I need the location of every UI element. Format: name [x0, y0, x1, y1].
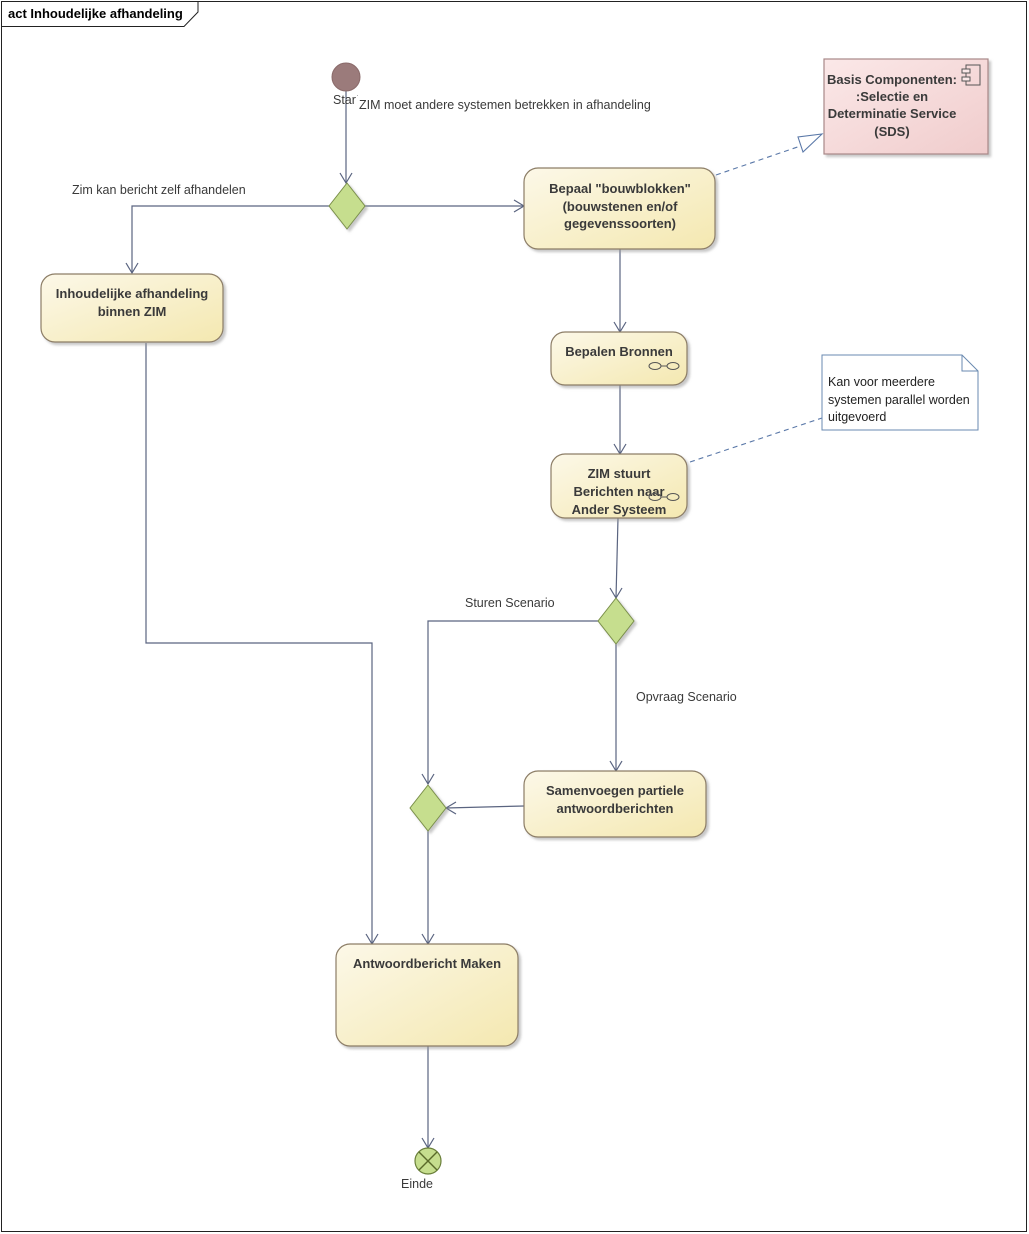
action-bepaal-bouwblokken: Bepaal "bouwblokken" (bouwstenen en/of g…	[523, 167, 716, 250]
guard-zim-moet: ZIM moet andere systemen betrekken in af…	[359, 98, 651, 112]
samenvoegen-line-2: antwoordberichten	[556, 801, 673, 816]
action-samenvoegen: Samenvoegen partiele antwoordberichten	[523, 770, 707, 838]
control-flows	[125, 90, 627, 1150]
inhoudelijk-line-1: Inhoudelijke afhandeling	[56, 286, 208, 301]
action-inhoudelijke-afhandeling: Inhoudelijke afhandeling binnen ZIM	[40, 273, 224, 343]
action-antwoordbericht-maken: Antwoordbericht Maken	[335, 943, 519, 1047]
note-link	[689, 417, 823, 463]
frame-title: act Inhoudelijke afhandeling	[8, 6, 183, 21]
note-line-3: uitgevoerd	[828, 410, 886, 424]
bepaal-line-2: (bouwstenen en/of	[563, 199, 679, 214]
stuurt-line-2: Berichten naar	[573, 484, 664, 499]
end-label: Einde	[401, 1177, 433, 1191]
bepaal-line-1: Bepaal "bouwblokken"	[549, 181, 691, 196]
decision-node-2	[597, 597, 635, 645]
guard-labels: ZIM moet andere systemen betrekken in af…	[72, 96, 737, 704]
flow-sturen-scenario	[427, 620, 598, 784]
samenvoegen-line-1: Samenvoegen partiele	[546, 783, 684, 798]
stuurt-line-1: ZIM stuurt	[588, 466, 651, 481]
final-node: Einde	[401, 1147, 442, 1191]
note-line-1: Kan voor meerdere	[828, 375, 935, 389]
flow-decision-to-inhoudelijk	[131, 205, 330, 273]
flow-samenvoegen-to-merge	[445, 805, 525, 809]
component-line-3: Determinatie Service	[828, 106, 957, 121]
guard-zim-kan: Zim kan bericht zelf afhandelen	[72, 183, 246, 197]
guard-opvraag: Opvraag Scenario	[636, 690, 737, 704]
stuurt-line-3: Ander Systeem	[572, 502, 667, 517]
merge-node	[409, 784, 447, 832]
bronnen-label: Bepalen Bronnen	[565, 344, 673, 359]
antwoord-label: Antwoordbericht Maken	[353, 956, 501, 971]
dependency-links	[689, 133, 824, 463]
start-node	[331, 62, 361, 92]
note-parallel: Kan voor meerdere systemen parallel word…	[821, 354, 979, 431]
flow-inhoudelijk-to-antwoord	[145, 343, 373, 944]
inhoudelijk-line-2: binnen ZIM	[98, 304, 167, 319]
action-bepalen-bronnen: Bepalen Bronnen	[550, 331, 688, 386]
component-line-1: Basis Componenten:	[827, 72, 957, 87]
start-label: Start	[333, 93, 360, 107]
action-zim-stuurt: ZIM stuurt Berichten naar Ander Systeem	[550, 453, 688, 519]
component-sds: Basis Componenten: :Selectie en Determin…	[823, 58, 989, 155]
realization-link	[715, 141, 813, 176]
component-icon	[961, 64, 981, 86]
bepaal-line-3: gegevenssoorten)	[564, 216, 676, 231]
flow-stuurt-to-decision2	[615, 517, 619, 599]
rake-icon	[648, 493, 680, 501]
component-line-4: (SDS)	[874, 124, 909, 139]
initial-node: Start	[331, 62, 361, 107]
guard-sturen: Sturen Scenario	[465, 596, 555, 610]
component-line-2: :Selectie en	[856, 89, 928, 104]
decision-node-1	[328, 182, 366, 230]
rake-icon	[648, 362, 680, 370]
note-line-2: systemen parallel worden	[828, 393, 970, 407]
